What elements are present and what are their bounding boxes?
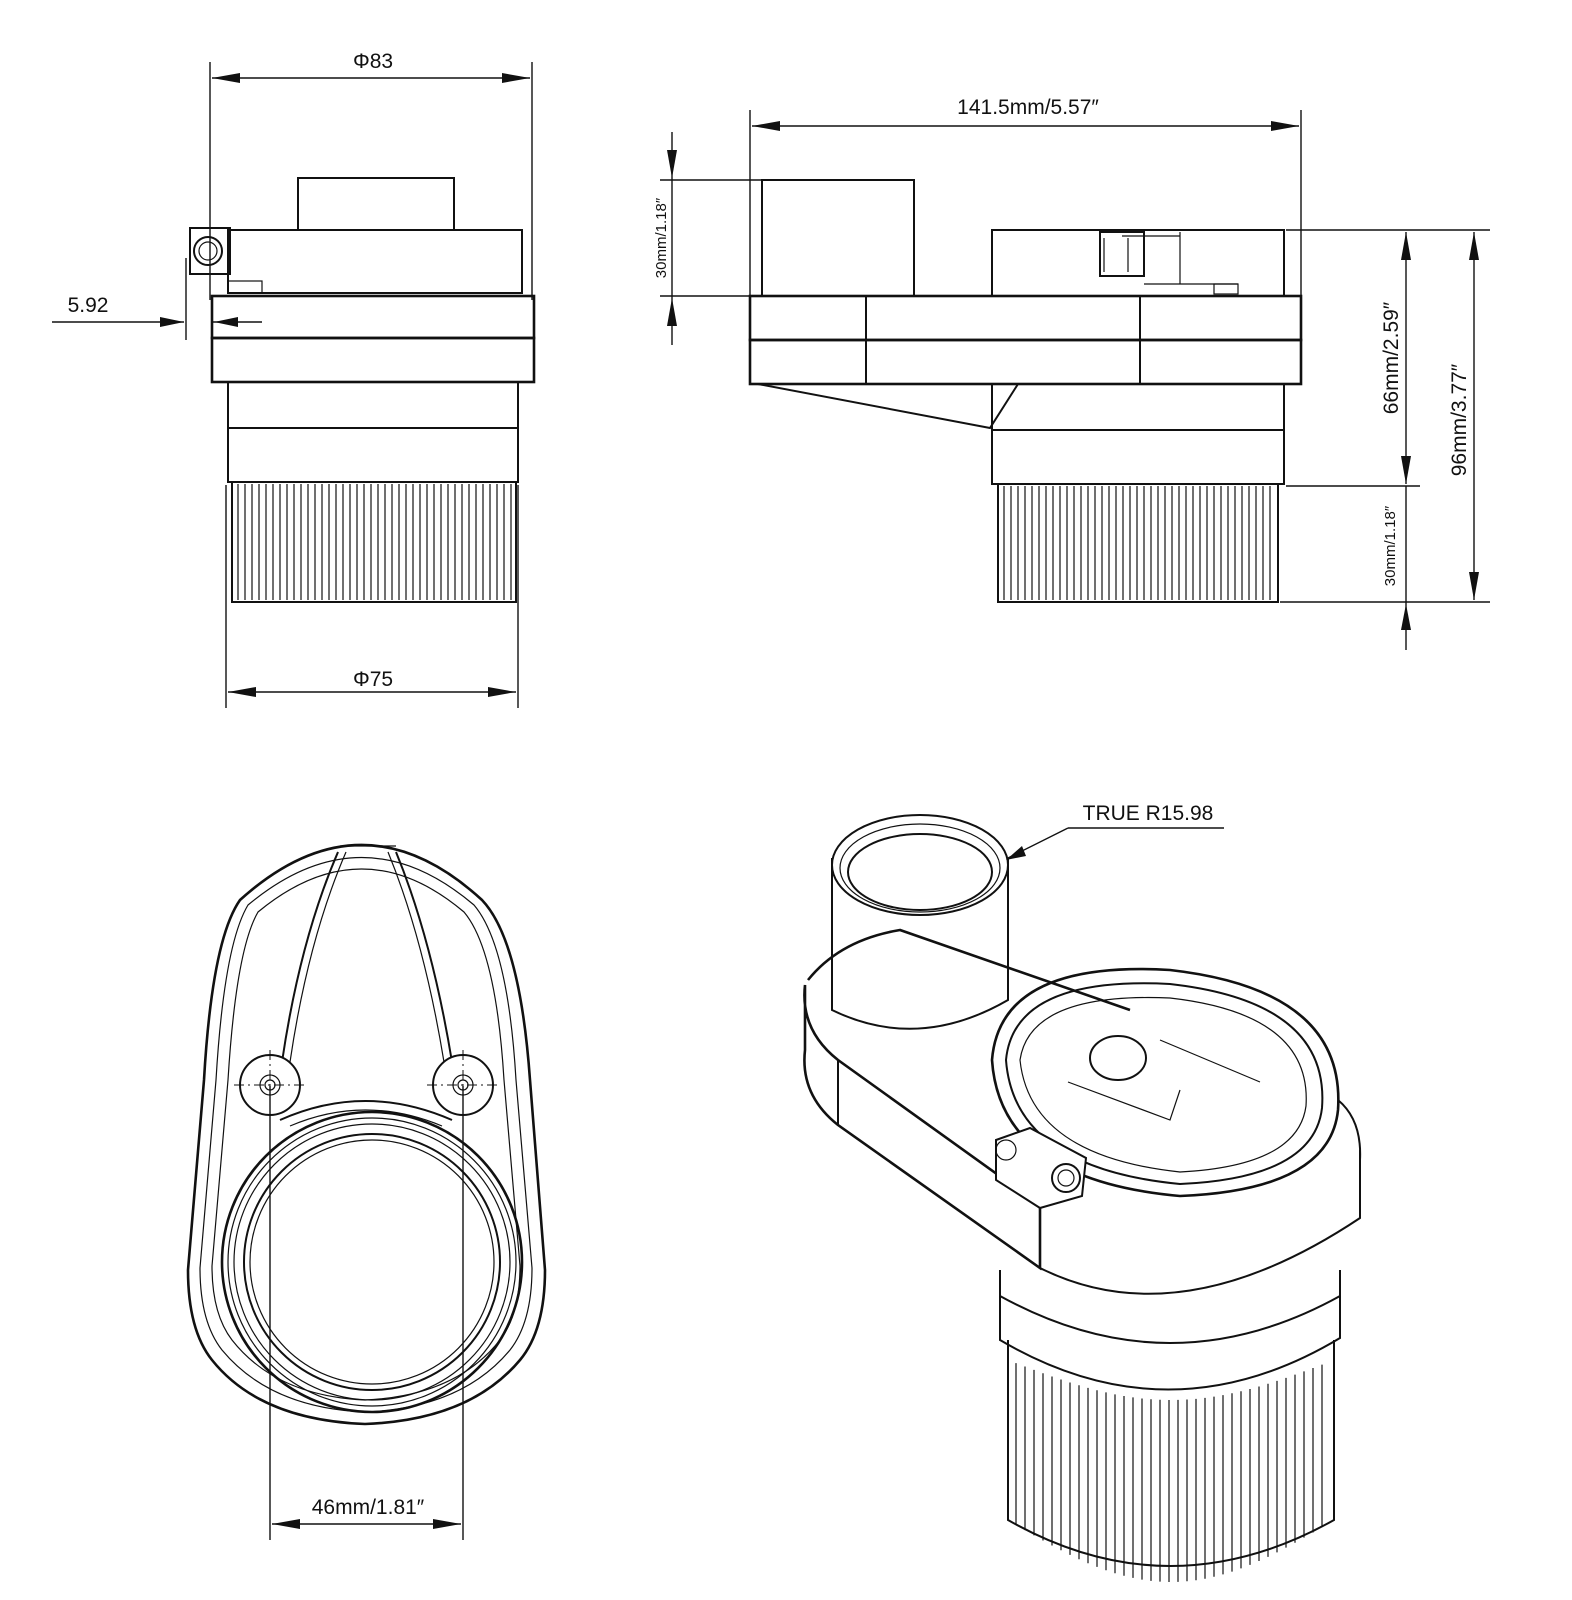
label-phi75: Φ75: [353, 668, 393, 691]
top-view: 46mm/1.81″: [186, 843, 547, 1540]
dimension-5-92: 5.92: [52, 258, 262, 340]
side-view: 141.5mm/5.57″ 30mm/1.18″: [653, 96, 1490, 650]
label-top-height: 30mm/1.18″: [653, 197, 670, 278]
label-total-height: 96mm/3.77″: [1448, 363, 1471, 476]
dimension-phi75: Φ75: [225, 485, 519, 708]
knurled-grip-front: [231, 481, 517, 603]
front-view: Φ83 5.92: [52, 50, 536, 708]
dimension-phi83: Φ83: [209, 50, 533, 300]
dimension-overall-length: 141.5mm/5.57″: [749, 96, 1302, 300]
radius-note: TRUE R15.98: [1006, 802, 1224, 860]
label-phi83: Φ83: [353, 50, 393, 73]
dimension-bottom-height: 30mm/1.18″: [1280, 486, 1490, 650]
bolt-boss-right: [427, 1050, 499, 1120]
dimension-body-height: 66mm/2.59″: [1286, 229, 1490, 487]
label-5-92: 5.92: [68, 294, 109, 317]
label-body-height: 66mm/2.59″: [1380, 301, 1403, 414]
dimension-top-height: 30mm/1.18″: [653, 132, 912, 345]
label-bottom-height: 30mm/1.18″: [1382, 505, 1399, 586]
knurled-grip-iso: [1007, 1340, 1335, 1582]
label-radius-note: TRUE R15.98: [1083, 802, 1214, 825]
knurled-grip-side: [997, 483, 1279, 603]
dimension-bore-width: 46mm/1.81″: [269, 1086, 464, 1540]
isometric-view: TRUE R15.98: [803, 802, 1362, 1582]
dimension-total-height: 96mm/3.77″: [1448, 232, 1479, 600]
label-overall-length: 141.5mm/5.57″: [957, 96, 1099, 119]
label-bore-width: 46mm/1.81″: [312, 1496, 425, 1519]
